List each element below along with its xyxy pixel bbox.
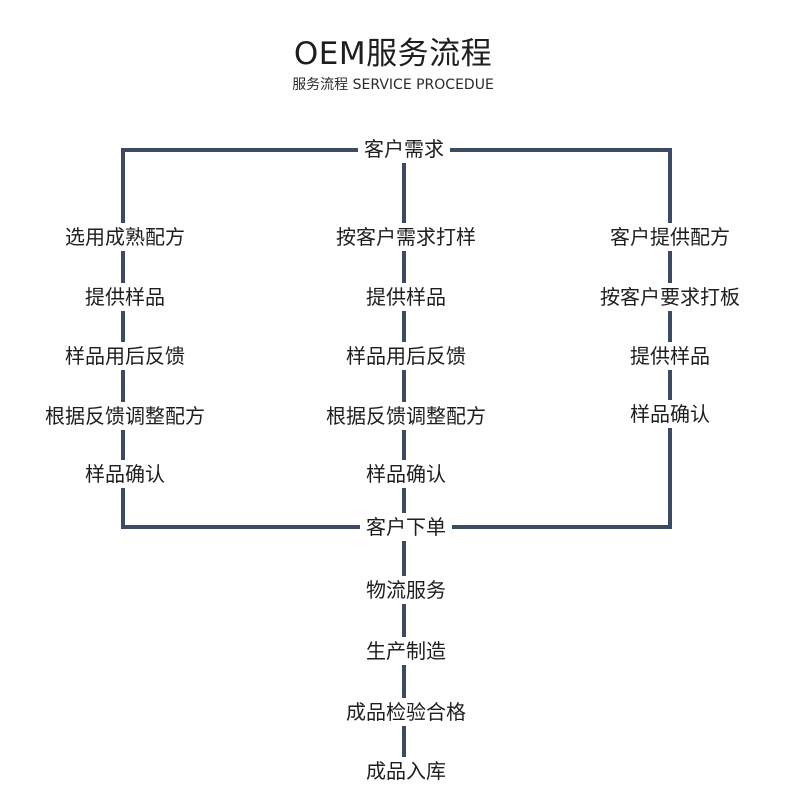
left-step-1: 选用成熟配方 xyxy=(59,223,191,251)
right-step-4: 样品确认 xyxy=(624,400,716,428)
left-step-5: 样品确认 xyxy=(79,460,171,488)
middle-step-5: 样品确认 xyxy=(360,460,452,488)
right-step-1: 客户提供配方 xyxy=(604,223,736,251)
after-step-logistics: 物流服务 xyxy=(360,576,452,604)
middle-step-1: 按客户需求打样 xyxy=(330,223,482,251)
node-customer-demand: 客户需求 xyxy=(358,135,450,163)
left-step-2: 提供样品 xyxy=(79,283,171,311)
left-step-3: 样品用后反馈 xyxy=(59,342,191,370)
middle-step-2: 提供样品 xyxy=(360,283,452,311)
after-step-quality-check: 成品检验合格 xyxy=(340,698,472,726)
right-step-2: 按客户要求打板 xyxy=(594,283,746,311)
middle-step-3: 样品用后反馈 xyxy=(340,342,472,370)
node-customer-order: 客户下单 xyxy=(360,513,452,541)
after-step-warehousing: 成品入库 xyxy=(360,757,452,785)
left-step-4: 根据反馈调整配方 xyxy=(39,402,211,430)
right-step-3: 提供样品 xyxy=(624,342,716,370)
after-step-manufacturing: 生产制造 xyxy=(360,637,452,665)
page-subtitle: 服务流程 SERVICE PROCEDUE xyxy=(292,77,494,93)
page-title: OEM服务流程 xyxy=(293,36,493,72)
middle-step-4: 根据反馈调整配方 xyxy=(320,402,492,430)
